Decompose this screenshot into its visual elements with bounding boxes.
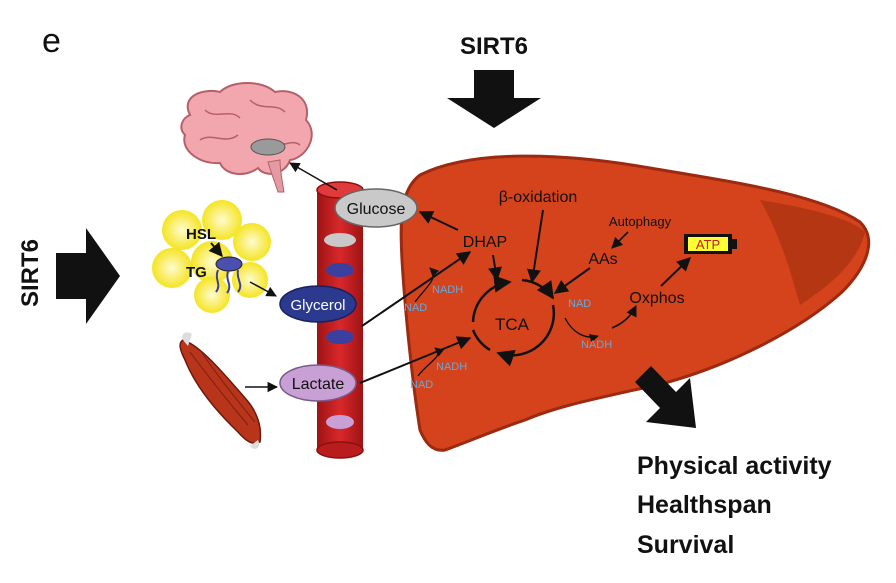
nadh-label-upper: NADH: [432, 284, 463, 296]
arrow-lactate-to-tca: [359, 336, 472, 384]
lactate-label: Lactate: [292, 376, 345, 393]
atp-label: ATP: [696, 237, 720, 252]
autophagy-label: Autophagy: [609, 214, 672, 229]
arrow-to-brain: [289, 162, 338, 191]
outcome-healthspan: Healthspan: [637, 491, 772, 519]
arrow-dhap-to-glucose: [418, 211, 459, 231]
sirt6-top-label: SIRT6: [460, 33, 528, 60]
outcome-arrow: [635, 366, 696, 428]
glucose-label: Glucose: [347, 201, 406, 218]
adipose-icon: [152, 200, 271, 313]
arrow-beta-oxidation-to-tca: [526, 209, 544, 284]
outcome-survival: Survival: [637, 531, 734, 559]
lactate-particle: [326, 415, 354, 429]
panel-letter: e: [42, 22, 61, 60]
tca-cycle: [471, 275, 556, 367]
nadh-label-right: NADH: [581, 339, 612, 351]
glycerol-label: Glycerol: [290, 297, 345, 314]
arrow-dhap-to-tca: [488, 254, 502, 282]
sirt6-down-arrow: [447, 70, 541, 128]
oxphos-label: Oxphos: [629, 290, 684, 307]
arrow-autophagy-to-aas: [611, 231, 629, 249]
arrow-glycerol-to-dhap: [361, 251, 472, 327]
sirt6-left-label: SIRT6: [17, 239, 44, 307]
nad-curl-right: [564, 317, 599, 343]
nad-label-lower: NAD: [410, 379, 433, 391]
arrow-nadh-to-oxphos: [611, 304, 637, 329]
beta-oxidation-label: β-oxidation: [499, 189, 578, 206]
tca-label: TCA: [495, 315, 530, 334]
dhap-label: DHAP: [463, 234, 507, 251]
brain-icon: [180, 82, 313, 193]
tg-label: TG: [186, 264, 207, 281]
glycerol-particle: [326, 330, 354, 344]
glucose-oval: [334, 188, 418, 228]
nad-curl-lower: [417, 347, 445, 377]
nadh-label-lower: NADH: [436, 361, 467, 373]
atp-battery: [684, 234, 737, 254]
tg-droplet: [215, 256, 243, 272]
muscle-icon: [179, 332, 262, 449]
glycerol-particle: [326, 263, 354, 277]
glycerol-oval: [279, 285, 357, 323]
nad-curl-upper: [414, 267, 440, 303]
arrow-oxphos-to-atp: [660, 257, 692, 287]
aas-label: AAs: [588, 251, 617, 268]
blood-vessel: [316, 181, 364, 459]
lactate-oval: [279, 364, 357, 402]
arrow-aas-to-tca: [553, 267, 591, 294]
hsl-label: HSL: [186, 226, 216, 243]
nad-label-right: NAD: [568, 298, 591, 310]
outcome-physical-activity: Physical activity: [637, 452, 832, 480]
sirt6-right-arrow: [56, 228, 120, 324]
nad-label-upper: NAD: [404, 302, 427, 314]
glucose-particle: [324, 233, 356, 247]
arrow-fat-to-glycerol: [249, 281, 277, 297]
